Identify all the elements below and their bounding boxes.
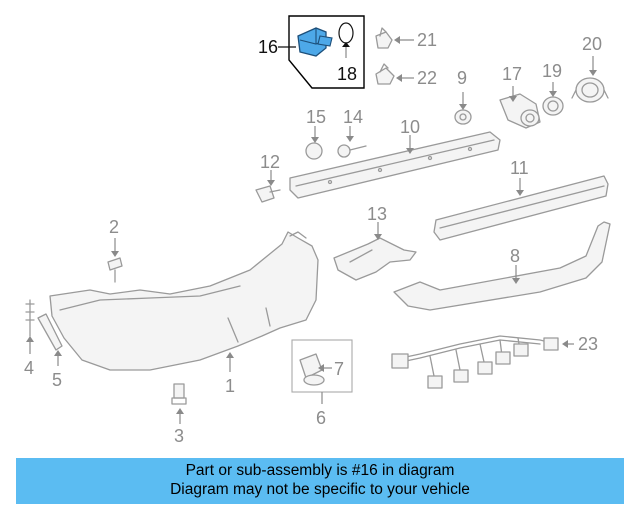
callout-10: 10 xyxy=(400,117,420,137)
callout-13: 13 xyxy=(367,204,387,224)
callout-2: 2 xyxy=(109,217,119,237)
callout-17: 17 xyxy=(502,64,522,84)
callout-11: 11 xyxy=(510,158,529,178)
callout-12: 12 xyxy=(260,152,280,172)
callout-18: 18 xyxy=(337,64,357,84)
part-17-sensor[interactable] xyxy=(499,93,541,129)
callout-23: 23 xyxy=(578,334,598,354)
part-22-clip[interactable] xyxy=(375,63,395,85)
part-19-ring[interactable] xyxy=(542,96,564,116)
part-7-reflector[interactable] xyxy=(299,353,325,386)
part-13-bracket[interactable] xyxy=(333,237,417,281)
banner-line-disclaimer: Diagram may not be specific to your vehi… xyxy=(170,481,470,498)
callout-22: 22 xyxy=(417,68,437,88)
part-1-bumper-cover[interactable] xyxy=(49,231,319,371)
part-2-screw[interactable] xyxy=(107,257,123,283)
part-15-nut[interactable] xyxy=(305,142,323,160)
banner-line-part: Part or sub-assembly is #16 in diagram xyxy=(185,462,455,479)
part-23-harness[interactable] xyxy=(391,335,559,389)
callout-8: 8 xyxy=(510,246,520,266)
callout-21: 21 xyxy=(417,30,437,50)
part-11-absorber[interactable] xyxy=(433,175,609,241)
callout-5: 5 xyxy=(52,370,62,390)
part-9-grommet[interactable] xyxy=(454,109,472,125)
part-4-pin[interactable] xyxy=(25,299,35,337)
callout-20: 20 xyxy=(582,34,602,54)
callout-14: 14 xyxy=(343,107,363,127)
callout-19: 19 xyxy=(542,61,562,81)
part-21-clip[interactable] xyxy=(375,27,393,49)
part-12-bolt[interactable] xyxy=(255,185,281,203)
callout-3: 3 xyxy=(174,426,184,446)
info-banner: Part or sub-assembly is #16 in diagram D… xyxy=(16,458,624,504)
callout-9: 9 xyxy=(457,68,467,88)
part-14-screw[interactable] xyxy=(337,144,367,158)
part-20-bezel[interactable] xyxy=(571,77,609,103)
callout-15: 15 xyxy=(306,107,326,127)
part-8-lower-cover[interactable] xyxy=(393,221,611,311)
callout-7: 7 xyxy=(334,359,344,379)
callout-1: 1 xyxy=(225,376,235,396)
callout-4: 4 xyxy=(24,358,34,378)
part-16-clip[interactable] xyxy=(297,27,333,57)
part-10-reinforcement[interactable] xyxy=(289,131,501,199)
callout-16: 16 xyxy=(258,37,278,57)
part-3-bolt[interactable] xyxy=(171,383,187,405)
part-5-strip[interactable] xyxy=(37,313,63,351)
callout-6: 6 xyxy=(316,408,326,428)
